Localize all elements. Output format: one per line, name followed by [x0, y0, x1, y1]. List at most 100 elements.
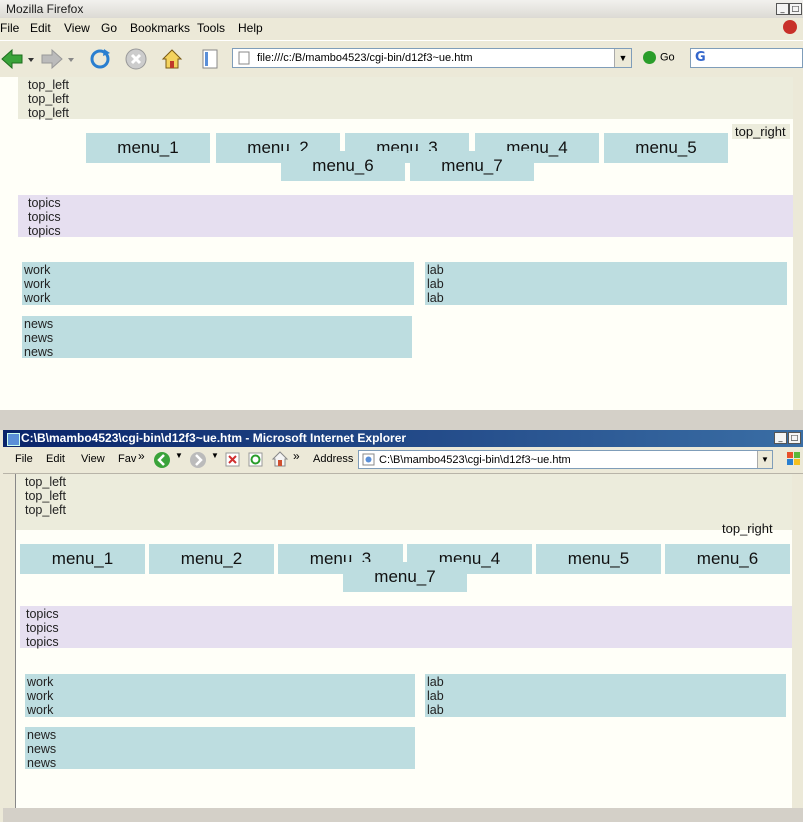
- news-box: news news news: [22, 316, 412, 359]
- ie-topics-band: topics topics topics: [20, 606, 792, 649]
- topics-text: topics: [26, 635, 59, 649]
- bookmark-page-icon[interactable]: [198, 47, 222, 71]
- forward-arrow-icon[interactable]: [40, 47, 64, 71]
- ie-window-title: C:\B\mambo4523\cgi-bin\d12f3~ue.htm - Mi…: [21, 431, 407, 445]
- menu-edit[interactable]: Edit: [30, 21, 51, 35]
- top-right-text: top_right: [732, 124, 790, 139]
- ie-menu-file[interactable]: File: [15, 453, 33, 465]
- news-text: news: [24, 317, 54, 331]
- work-text: work: [27, 675, 54, 689]
- url-dropdown-icon[interactable]: ▼: [614, 49, 631, 67]
- url-text: file:///c:/B/mambo4523/cgi-bin/d12f3~ue.…: [257, 52, 473, 64]
- ie-menu-item-5[interactable]: menu_5: [536, 544, 661, 574]
- ie-work-box: work work work: [25, 674, 415, 717]
- ie-stop-icon[interactable]: [225, 452, 240, 467]
- firefox-menu-bar: File Edit View Go Bookmarks Tools Help: [0, 18, 803, 40]
- topics-band: topics topics topics: [18, 195, 793, 238]
- ie-news-box: news news news: [25, 727, 415, 770]
- ie-status-area: [3, 808, 803, 822]
- go-label: Go: [660, 51, 675, 64]
- ie-lab-box: lab lab lab: [425, 674, 786, 717]
- work-text: work: [27, 703, 54, 717]
- topics-text: topics: [28, 210, 61, 224]
- ie-window-icon: [7, 433, 20, 446]
- ie-back-dropdown-icon[interactable]: ▼: [175, 451, 183, 460]
- ie-forward-icon[interactable]: [189, 451, 207, 469]
- ie-minimize-button[interactable]: _: [774, 432, 787, 444]
- forward-dropdown-icon[interactable]: [66, 47, 76, 71]
- back-dropdown-icon[interactable]: [26, 47, 36, 71]
- minimize-button[interactable]: _: [776, 3, 789, 15]
- menu-bookmarks[interactable]: Bookmarks: [130, 21, 191, 35]
- menu-tools[interactable]: Tools: [197, 21, 226, 35]
- google-search-icon: G: [695, 50, 706, 65]
- news-text: news: [27, 756, 57, 770]
- ie-menu-favorites[interactable]: Fav: [118, 453, 137, 465]
- lab-text: lab: [427, 703, 444, 717]
- top-left-text: top_left: [28, 78, 70, 92]
- firefox-page-content: top_left top_left top_left top_right men…: [0, 77, 793, 410]
- news-text: news: [24, 345, 54, 359]
- menu-item-6[interactable]: menu_6: [281, 151, 405, 181]
- ie-menu-item-2[interactable]: menu_2: [149, 544, 274, 574]
- stop-icon[interactable]: [124, 47, 148, 71]
- reload-icon[interactable]: [88, 47, 112, 71]
- menu-view[interactable]: View: [64, 21, 90, 35]
- menu-item-7[interactable]: menu_7: [410, 151, 534, 181]
- lab-text: lab: [427, 263, 444, 277]
- news-text: news: [24, 331, 54, 345]
- ie-top-right-text: top_right: [722, 521, 773, 536]
- ie-menu-chevron-icon[interactable]: »: [138, 449, 145, 463]
- ie-back-icon[interactable]: [153, 451, 171, 469]
- lab-text: lab: [427, 689, 444, 703]
- windows-logo-icon: [787, 452, 800, 465]
- top-left-text: top_left: [25, 489, 67, 503]
- top-left-text: top_left: [28, 106, 70, 120]
- ie-page-icon: [362, 453, 375, 466]
- firefox-title-bar: Mozilla Firefox _ □: [0, 0, 803, 19]
- maximize-button[interactable]: □: [789, 3, 802, 15]
- ie-refresh-icon[interactable]: [248, 452, 263, 467]
- top-left-text: top_left: [25, 503, 67, 517]
- ie-menu-item-1[interactable]: menu_1: [20, 544, 145, 574]
- back-arrow-icon[interactable]: [0, 47, 24, 71]
- ie-menu-item-6[interactable]: menu_6: [665, 544, 790, 574]
- topics-text: topics: [28, 196, 61, 210]
- home-icon[interactable]: [160, 47, 184, 71]
- go-button[interactable]: Go: [643, 51, 675, 64]
- ie-home-icon[interactable]: [271, 450, 289, 468]
- firefox-navigation-toolbar: file:///c:/B/mambo4523/cgi-bin/d12f3~ue.…: [0, 40, 803, 78]
- ie-address-dropdown-icon[interactable]: ▼: [757, 451, 772, 468]
- go-icon: [643, 51, 656, 64]
- menu-item-5[interactable]: menu_5: [604, 133, 728, 163]
- ie-menu-view[interactable]: View: [81, 453, 105, 465]
- topics-text: topics: [26, 621, 59, 635]
- ie-title-bar: C:\B\mambo4523\cgi-bin\d12f3~ue.htm - Mi…: [3, 430, 803, 447]
- search-box[interactable]: G: [690, 48, 803, 68]
- ie-menu-edit[interactable]: Edit: [46, 453, 65, 465]
- desktop-gap: [0, 410, 803, 430]
- lab-box: lab lab lab: [425, 262, 787, 305]
- ie-address-bar[interactable]: C:\B\mambo4523\cgi-bin\d12f3~ue.htm ▼: [358, 450, 773, 469]
- ie-toolbar-chevron-icon[interactable]: »: [293, 449, 300, 463]
- ie-address-label: Address: [313, 453, 354, 465]
- work-text: work: [24, 277, 51, 291]
- ie-maximize-button[interactable]: □: [788, 432, 801, 444]
- ie-page-content: top_left top_left top_left top_right men…: [15, 474, 792, 808]
- lab-text: lab: [427, 277, 444, 291]
- news-text: news: [27, 728, 57, 742]
- ie-address-text: C:\B\mambo4523\cgi-bin\d12f3~ue.htm: [379, 454, 571, 466]
- firefox-scrollbar[interactable]: [793, 77, 803, 410]
- topics-text: topics: [28, 224, 61, 238]
- url-bar[interactable]: file:///c:/B/mambo4523/cgi-bin/d12f3~ue.…: [232, 48, 632, 68]
- menu-help[interactable]: Help: [238, 21, 263, 35]
- top-left-text: top_left: [25, 475, 67, 489]
- menu-item-1[interactable]: menu_1: [86, 133, 210, 163]
- work-text: work: [24, 263, 51, 277]
- lab-text: lab: [427, 291, 444, 305]
- menu-go[interactable]: Go: [101, 21, 118, 35]
- menu-file[interactable]: File: [0, 21, 20, 35]
- ie-toolbar: File Edit View Fav » ▼ ▼ » Address C:\B\…: [3, 447, 803, 474]
- ie-forward-dropdown-icon[interactable]: ▼: [211, 451, 219, 460]
- ie-menu-item-7[interactable]: menu_7: [343, 562, 467, 592]
